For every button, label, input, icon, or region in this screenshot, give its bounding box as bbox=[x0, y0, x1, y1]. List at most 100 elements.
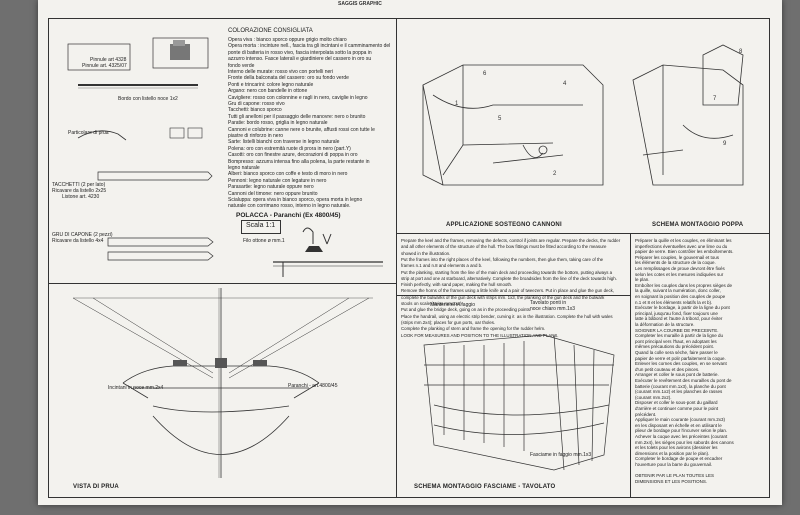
text-line: complete the bulwarks of the gun deck wi… bbox=[401, 294, 605, 300]
text-line: les éléments de la structure de la coque… bbox=[635, 260, 716, 266]
text-line: et les tolets pour les avirons (dessiner… bbox=[635, 445, 718, 451]
text-line: Emboîter les couples dans les propres si… bbox=[635, 282, 733, 288]
text-line: mêmes précautions du précédent point. bbox=[635, 344, 715, 350]
text-line: n.1 et 8 et les éléments relatifs la et … bbox=[635, 299, 713, 305]
text-line: Préparer les couples, le gouvernail et t… bbox=[635, 254, 720, 260]
num-8: 8 bbox=[739, 49, 743, 55]
border-label: Bordo con listello noce 1x2 bbox=[118, 96, 178, 102]
num-5: 5 bbox=[498, 116, 502, 122]
divider-vertical bbox=[396, 18, 397, 498]
text-line: Bompresso: azzurra intensa fino alla pol… bbox=[228, 158, 370, 165]
text-line: DIMENSIONS ET LES POSITIONS. bbox=[635, 478, 708, 484]
scale-label: Scala 1:1 bbox=[246, 222, 276, 229]
text-line: Cannoni del timone: nero oppure brunito bbox=[228, 190, 318, 197]
instruction-sheet: SAGGIS GRAPHIC Pin bbox=[38, 0, 782, 505]
text-line: Quand la colle sera sèche, faire passer … bbox=[635, 350, 718, 355]
text-line: Préparer la quille et les couples, en él… bbox=[635, 238, 732, 243]
text-line: Place the handrail, using an electric st… bbox=[401, 313, 613, 319]
text-line: imperfections éventuelles avec une lime … bbox=[635, 243, 728, 249]
tavolato-sub-label: noce chiaro mm.1x3 bbox=[530, 306, 576, 312]
caption-bow-view: VISTA DI PRUA bbox=[73, 484, 119, 490]
text-line: piastre di rinforzo in nero bbox=[228, 133, 284, 139]
divider-mid-horizontal bbox=[396, 295, 630, 296]
text-line: SOIGNER LA COURBE DE PRECEINTE. bbox=[635, 327, 719, 333]
frame-right bbox=[769, 18, 770, 498]
text-line: Exécuter le revêtement des murailles du … bbox=[635, 378, 732, 383]
text-line: frames n.1 and n.8 and elements a and b. bbox=[401, 263, 483, 269]
text-line: LOOK FOR MEASURES AND POSITION TO THE IL… bbox=[401, 332, 559, 338]
text-line: Pennoni: legno naturale con legature in … bbox=[228, 177, 327, 184]
text-line: Exécuter le bordage, à partir de la lign… bbox=[635, 305, 730, 311]
text-line: latte à bâbord et l'autre à tribord, pou… bbox=[635, 316, 723, 322]
caption-stern-assembly: SCHEMA MONTAGGIO POPPA bbox=[652, 222, 744, 228]
num-1: 1 bbox=[455, 101, 459, 107]
text-line: principal, jusqu'au fond, fixer toujours… bbox=[635, 310, 718, 316]
text-line: azzurro intenso. Fasce laterali e giardi… bbox=[228, 56, 372, 63]
text-line: Completer les muraille à partir de la li… bbox=[635, 333, 724, 339]
text-line: Opera viva : bianco sporco oppure grigio… bbox=[228, 37, 347, 43]
text-line: Argano: nero con bandelle in ottone bbox=[228, 88, 308, 95]
divider-french bbox=[630, 233, 631, 498]
incintani-label: Incintani in noce mm.2x4 bbox=[108, 385, 164, 391]
text-line: Opera morta : incinture nell., fascia tr… bbox=[228, 43, 391, 50]
text-line: Scialuppa: opera viva in bianco sporco, … bbox=[228, 197, 363, 203]
text-line: Remove the horns of the frames using a l… bbox=[401, 288, 615, 294]
text-line: Sarte: listelli bianchi con traverse in … bbox=[228, 139, 340, 146]
text-line: d'arrière et continuer comme pour le poi… bbox=[635, 406, 719, 411]
rack-label: Pinnule art 4328 bbox=[90, 57, 127, 63]
text-line: papier de verre. Bien contrôler les embo… bbox=[635, 249, 734, 255]
frame-left bbox=[48, 18, 49, 498]
text-line: d'un petit couteau et des pinces. bbox=[635, 366, 700, 372]
text-line: Put the planking, starting from the line… bbox=[401, 269, 613, 275]
text-line: la déformation de la structure. bbox=[635, 322, 695, 327]
text-line: Ponti e trincarini: colore legno natural… bbox=[228, 81, 314, 88]
text-line: and all other elements of the structure … bbox=[401, 244, 607, 250]
wire-label: Filo ottone ø mm.1 bbox=[243, 238, 285, 244]
text-line: le plan. bbox=[635, 277, 650, 283]
colour-title: COLORAZIONE CONSIGLIATA bbox=[228, 28, 313, 34]
text-line: (courant mm.2x2). bbox=[635, 394, 672, 400]
text-line: Paratie: bordo rosso, griglia in legno n… bbox=[228, 120, 328, 127]
hull-schema-drawing bbox=[423, 334, 615, 471]
rack-code-label: Pinnule art. 4325/07 bbox=[82, 63, 127, 69]
text-line: Prepare the keel and the frames, removin… bbox=[401, 238, 621, 243]
text-line: mm.2x4), les sièges pour les sabords des… bbox=[635, 439, 734, 445]
text-line: Put and glue the bridge deck, going on a… bbox=[401, 307, 532, 313]
tacchetti-code-label: Listone art. 4230 bbox=[62, 194, 100, 200]
mantenenti-label: Mantenenti in faggio bbox=[430, 302, 476, 308]
divider-right-horizontal bbox=[396, 233, 769, 234]
divider-left-horizontal bbox=[48, 283, 396, 284]
text-line: Tutti gli anelloni per il passaggio dell… bbox=[228, 113, 366, 120]
text-line: (courant mm.1x2) et les planches de rass… bbox=[635, 389, 723, 395]
text-line: Arranger et coller le sous pont de batte… bbox=[635, 372, 719, 378]
text-line: showed in the illustration. bbox=[401, 250, 451, 256]
tavolato-label: Tavolato ponti in bbox=[530, 300, 567, 306]
text-line: batterie (courant mm.1x3), la planche du… bbox=[635, 383, 726, 389]
text-line: pont principal vers l'haut, en adoptant … bbox=[635, 338, 717, 344]
text-line: l'ouverture pour la barre du gouvernail. bbox=[635, 462, 713, 467]
text-line: Enlever les cornes des couples, en se se… bbox=[635, 361, 727, 367]
grui-sub-label: Ricavare da listello 4x4 bbox=[52, 238, 104, 244]
text-line: Interno delle murate: rosso vivo con por… bbox=[228, 69, 334, 75]
text-line: Achever la coque avec les préceintes (co… bbox=[635, 434, 728, 439]
caption-hull-schema: SCHEMA MONTAGGIO FASCIAME - TAVOLATO bbox=[414, 484, 556, 490]
text-line: précédent. bbox=[635, 411, 657, 417]
text-line: Alberi: bianco sporco con coffe e testo … bbox=[228, 171, 348, 178]
num-9: 9 bbox=[723, 141, 727, 147]
text-line: Gru di capone: rosso vivo bbox=[228, 101, 285, 107]
text-line: fondo verde bbox=[228, 62, 255, 69]
num-2: 2 bbox=[553, 171, 557, 177]
text-line: OBTENIR PAR LE PLAN TOUTES LES bbox=[635, 473, 715, 479]
polacca-title: POLACCA - Paranchi (Ex 4800/45) bbox=[236, 212, 341, 219]
text-line: Les remplissages de proue devront être f… bbox=[635, 266, 725, 271]
tacchetti-label: TACCHETTI (2 per lato) bbox=[52, 182, 106, 188]
text-line: papier de verre et polir parfaitement la… bbox=[635, 355, 726, 361]
num-7: 7 bbox=[713, 96, 717, 102]
text-line: la quille, suivant la numération, donc c… bbox=[635, 288, 721, 294]
assembly-drawings: 6 4 5 1 2 7 8 9 bbox=[422, 44, 744, 186]
text-line: Finish perfectly, with sand paper, makin… bbox=[401, 282, 513, 288]
text-line: dimensions et la position par le plan). bbox=[635, 450, 710, 456]
tackle-drawing bbox=[273, 227, 383, 277]
text-line: legno naturale bbox=[228, 165, 260, 171]
text-line: ponte di batteria in rosso vivo, fascia … bbox=[228, 49, 372, 56]
